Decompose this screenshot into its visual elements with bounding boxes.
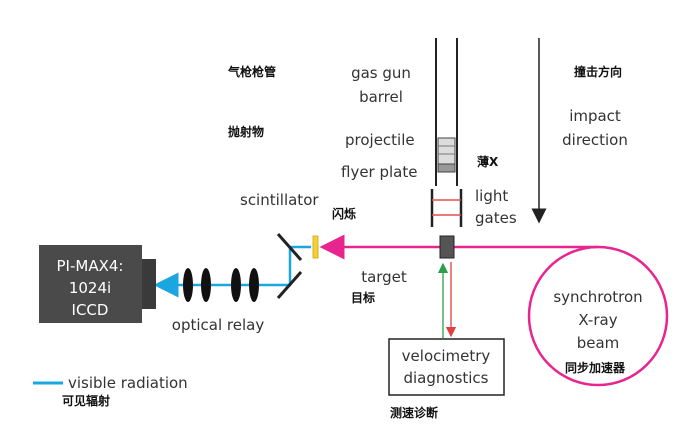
pimax-camera	[39, 245, 156, 323]
flyer-plate-label: flyer plate	[341, 163, 417, 181]
pimax-label-line2: 1024i	[69, 279, 111, 297]
target-label: target	[361, 268, 407, 286]
gates-label: gates	[475, 209, 517, 227]
zh-gas-gun-barrel-label: 气枪枪管	[227, 64, 276, 79]
projectile-label: projectile	[345, 131, 415, 149]
zh-synchrotron-label: 同步加速器	[565, 360, 626, 375]
diagnostics-label: diagnostics	[403, 369, 488, 387]
zh-projectile-label: 抛射物	[228, 124, 264, 139]
lens-2	[201, 268, 211, 302]
optical-relay-label: optical relay	[172, 316, 265, 334]
pimax-label-line1: PI-MAX4:	[57, 257, 124, 275]
gas-gun-barrel	[435, 38, 458, 186]
xray-label: X-ray	[578, 311, 617, 329]
velocimetry-label: velocimetry	[402, 347, 491, 365]
visible-radiation-label: visible radiation	[68, 374, 188, 392]
visible-radiation-path	[153, 245, 311, 298]
light-label: light	[475, 187, 508, 205]
mirror-lower	[276, 271, 303, 299]
zh-target-label: 目标	[351, 290, 375, 305]
optical-relay	[183, 268, 259, 302]
zh-thin-x-label: 薄X	[477, 154, 499, 169]
target	[439, 235, 455, 259]
barrel-label: barrel	[359, 88, 403, 106]
synchrotron-label: synchrotron	[553, 288, 642, 306]
mirror-upper	[276, 233, 303, 261]
light-gates	[430, 189, 463, 227]
zh-impact-direction-label: 撞击方向	[574, 64, 622, 79]
lens-3	[231, 268, 241, 302]
zh-scintillator-label: 闪烁	[332, 206, 356, 221]
gas-gun-label: gas gun	[351, 64, 411, 82]
zh-velocimetry-label: 测速诊断	[390, 405, 438, 420]
scintillator-label: scintillator	[240, 191, 319, 209]
flyer-plate	[437, 163, 456, 173]
lens-1	[183, 268, 193, 302]
velocimetry-box	[388, 338, 505, 396]
scintillator	[312, 235, 319, 259]
zh-visible-radiation-label: 可见辐射	[62, 393, 110, 408]
pimax-label-line3: ICCD	[72, 301, 109, 319]
impact-label: impact	[569, 107, 621, 125]
beam-label: beam	[577, 334, 620, 352]
projectile	[437, 137, 456, 165]
lens-4	[249, 268, 259, 302]
direction-label: direction	[562, 131, 628, 149]
